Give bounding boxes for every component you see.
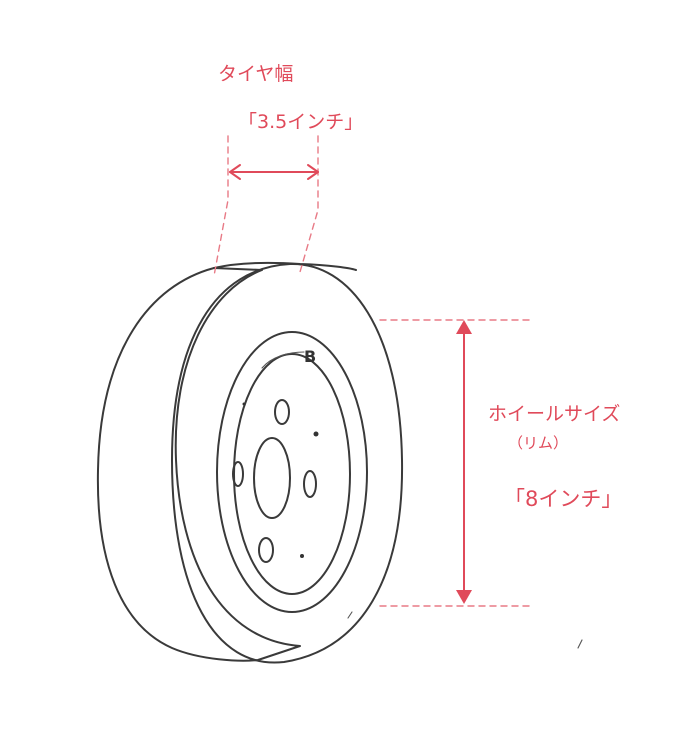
wheel-size-annotation: ホイールサイズ （リム） 「8インチ」 xyxy=(379,319,622,607)
lug-hole-right xyxy=(303,470,317,498)
wheel-size-subtitle: （リム） xyxy=(508,434,568,452)
tire-sidewall xyxy=(171,262,404,664)
lug-hole-left xyxy=(232,461,244,487)
lug-hole-top xyxy=(274,399,290,425)
valve-dot xyxy=(313,431,319,437)
wheel-rim: B xyxy=(232,347,351,595)
tire-tread xyxy=(96,261,357,662)
rim-mark: B xyxy=(304,347,316,366)
wheel-hub xyxy=(253,437,291,519)
wheel-size-title: ホイールサイズ xyxy=(488,403,620,425)
rim-dot xyxy=(300,554,304,558)
lug-hole-bottom xyxy=(258,537,274,563)
tire-width-title: タイヤ幅 xyxy=(218,63,293,85)
tire-width-annotation: タイヤ幅 「3.5インチ」 xyxy=(213,63,363,277)
wheel-size-value: 「8インチ」 xyxy=(504,487,622,511)
tire-width-value: 「3.5インチ」 xyxy=(238,111,363,133)
